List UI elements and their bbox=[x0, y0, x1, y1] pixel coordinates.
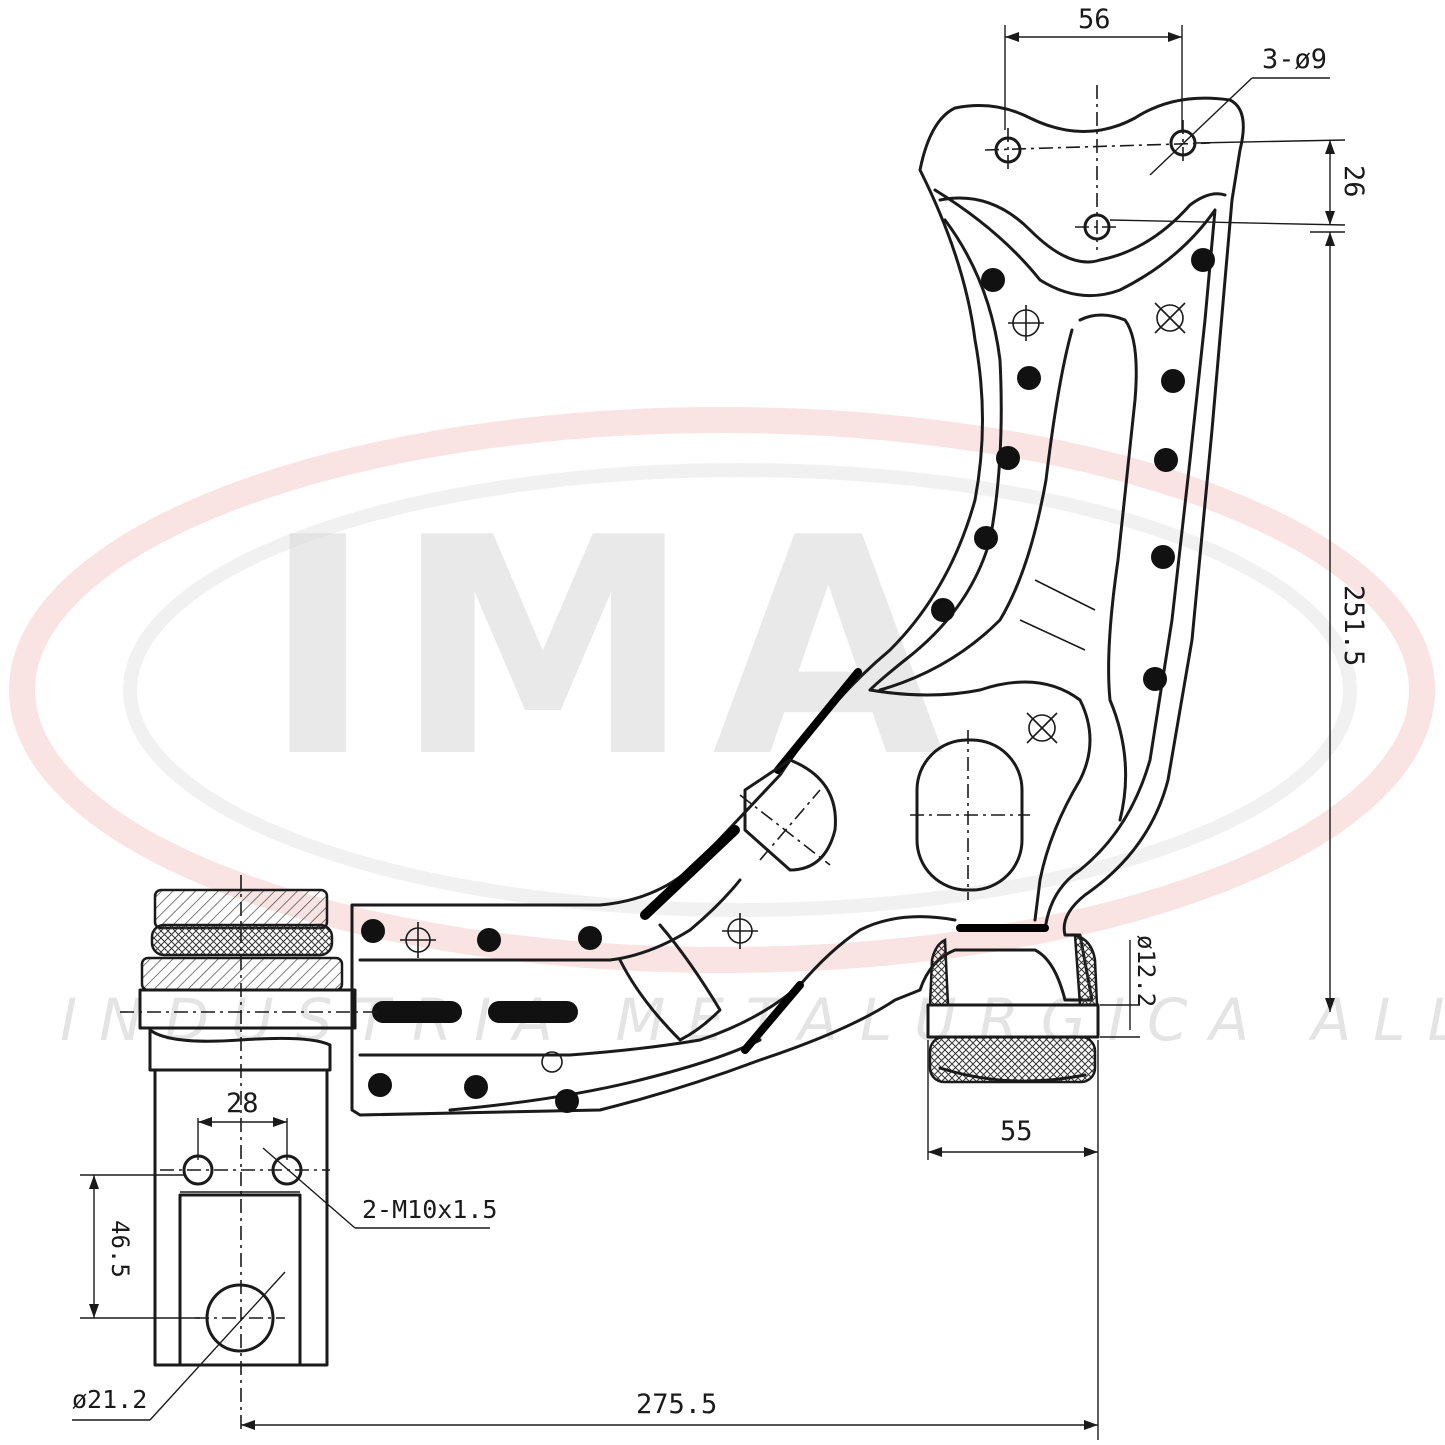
arm-outline bbox=[350, 96, 1245, 1117]
dot bbox=[1191, 248, 1215, 272]
lightening-dots bbox=[361, 248, 1215, 1113]
weld-seam-2 bbox=[640, 825, 740, 920]
arm-web-lower bbox=[868, 680, 1092, 922]
dim-top-holes-spec: 3-ø9 bbox=[1262, 44, 1327, 75]
rib-line bbox=[1034, 579, 1096, 611]
control-arm-body bbox=[350, 96, 1245, 1117]
dim-top-holes-offset: 26 bbox=[1338, 165, 1369, 198]
bushing-rubber-top bbox=[150, 923, 334, 957]
ball-joint-mount bbox=[153, 1068, 330, 1367]
dot bbox=[996, 446, 1020, 470]
arm-rib-inner bbox=[933, 188, 1217, 932]
dot bbox=[1161, 369, 1185, 393]
arm-web-edge bbox=[1078, 313, 1138, 822]
dot bbox=[1143, 667, 1167, 691]
crosshair-hole bbox=[1028, 714, 1056, 742]
rib-line-2 bbox=[1019, 619, 1086, 651]
dim-extension bbox=[1194, 139, 1346, 144]
bushing-bolt bbox=[138, 988, 357, 1030]
watermark-logo: IMA bbox=[262, 474, 964, 823]
dot bbox=[361, 919, 385, 943]
dim-rear-bushing-width: 55 bbox=[1000, 1116, 1033, 1147]
watermark-ellipse-inner bbox=[123, 463, 1357, 917]
dot bbox=[578, 926, 602, 950]
crosshair-line bbox=[1026, 712, 1058, 744]
watermark: IMA INDUSTRIA METALÚRGICA ALLI bbox=[9, 407, 1445, 1054]
sensor-boss bbox=[743, 758, 837, 872]
dim-front-bolt-spec: 2-M10x1.5 bbox=[362, 1195, 497, 1224]
dimensions: 56 3-ø9 26 251.5 ø12.2 55 28 bbox=[72, 4, 1369, 1440]
dim-overall-height: 251.5 bbox=[1338, 585, 1369, 666]
weld-seam bbox=[774, 668, 862, 774]
front-arm-bottom bbox=[448, 1038, 762, 1112]
dot bbox=[555, 1089, 579, 1113]
mount-block bbox=[178, 1193, 302, 1367]
dim-ball-joint-bore: ø21.2 bbox=[72, 1385, 147, 1414]
dot bbox=[1154, 448, 1178, 472]
leader-ball-joint bbox=[149, 1271, 286, 1421]
dot bbox=[1151, 545, 1175, 569]
top-bracket-curve bbox=[938, 192, 1227, 264]
rear-bushing-rubber-bottom bbox=[928, 1035, 1097, 1084]
dim-extension bbox=[1109, 219, 1346, 226]
small-hole bbox=[541, 1051, 563, 1073]
crosshair-line bbox=[1154, 302, 1186, 334]
front-arm-inner bbox=[358, 878, 742, 962]
dot bbox=[1017, 366, 1041, 390]
slot bbox=[372, 1001, 462, 1023]
leader-front-bolt bbox=[262, 1147, 356, 1229]
rear-bushing-rubber-top bbox=[928, 938, 950, 1007]
dot bbox=[931, 598, 955, 622]
dim-front-bolt-spacing: 28 bbox=[226, 1088, 259, 1119]
weld-seam-3 bbox=[741, 981, 804, 1054]
dot bbox=[477, 928, 501, 952]
bushing-sleeve-mid bbox=[140, 956, 344, 992]
dim-top-holes-spacing: 56 bbox=[1078, 4, 1111, 35]
dim-overall-length: 275.5 bbox=[636, 1389, 717, 1420]
front-arm-mid bbox=[618, 923, 722, 1042]
arm-web-edge-2 bbox=[878, 328, 1074, 692]
arm-rib-inner-2 bbox=[868, 218, 1003, 692]
front-bushing bbox=[120, 875, 380, 1430]
rear-bushing-rubber-top-2 bbox=[1073, 933, 1099, 1007]
top-mount-holes bbox=[984, 85, 1211, 250]
dot bbox=[464, 1075, 488, 1099]
crosshair-holes bbox=[400, 302, 1186, 958]
bushing-lower bbox=[148, 1028, 332, 1072]
rear-bushing bbox=[926, 933, 1100, 1084]
dim-front-bolt-offset: 46.5 bbox=[106, 1220, 134, 1278]
dim-rear-bushing-bore: ø12.2 bbox=[1132, 935, 1160, 1007]
dot bbox=[974, 526, 998, 550]
dot bbox=[981, 268, 1005, 292]
sensor-boss-centerline-2 bbox=[759, 789, 821, 861]
leader-top-holes bbox=[1149, 77, 1253, 176]
watermark-ellipse bbox=[9, 407, 1435, 973]
rear-bushing-base bbox=[938, 1066, 1087, 1083]
dot bbox=[368, 1073, 392, 1097]
crosshair-hole bbox=[1156, 304, 1184, 332]
slot bbox=[488, 1001, 578, 1023]
